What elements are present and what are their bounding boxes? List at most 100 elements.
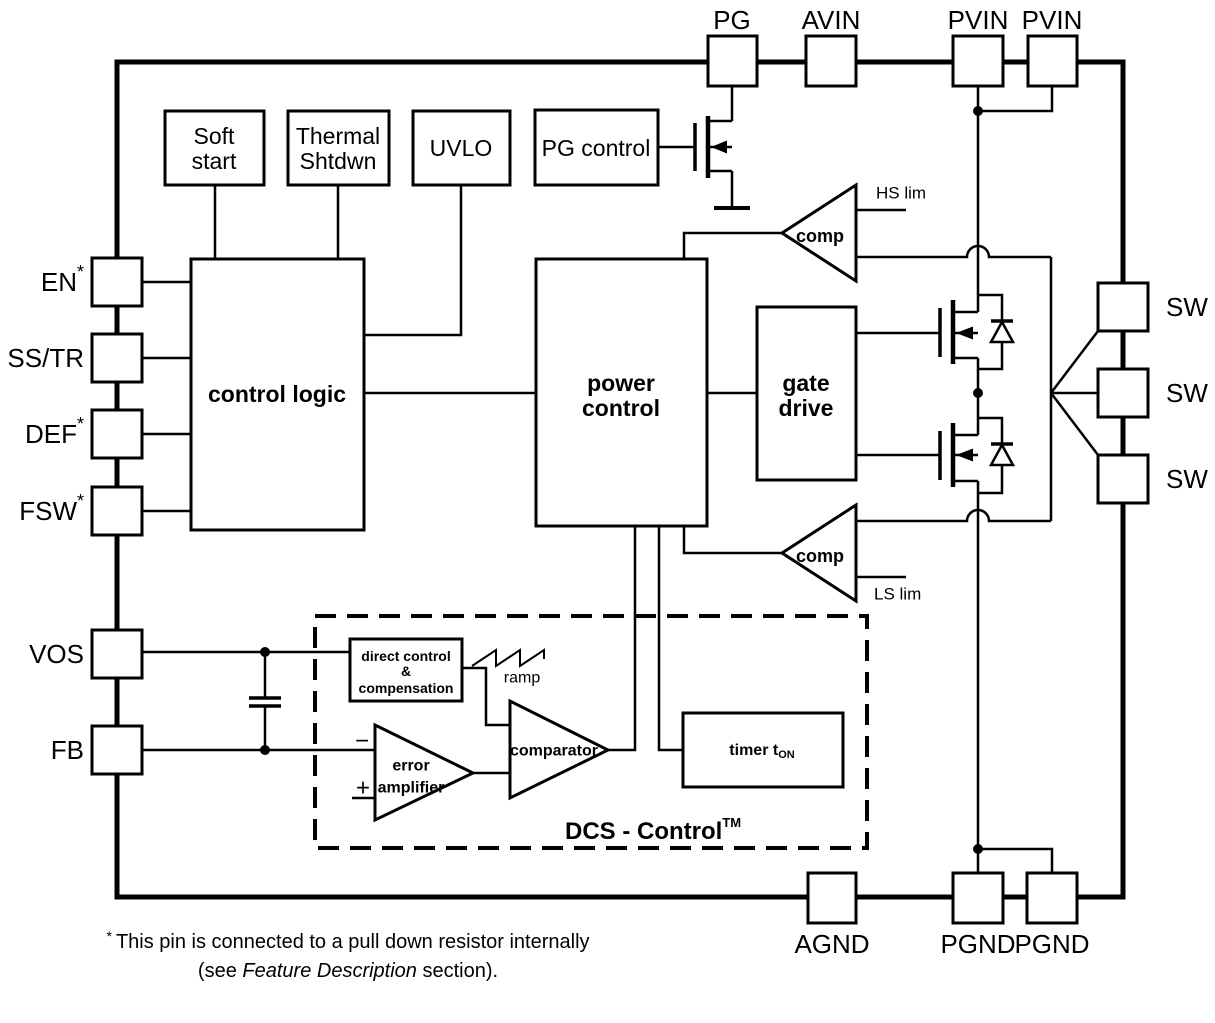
high-side-mosfet: [938, 300, 978, 364]
hs-comp-label: comp: [796, 226, 844, 246]
pin-label-sstr: SS/TR: [7, 343, 84, 373]
ls-lim-label: LS lim: [874, 585, 921, 604]
wire: [856, 244, 1051, 259]
mosfet-arrow-icon: [956, 326, 973, 340]
thermal-label-2: Shtdwn: [300, 148, 377, 174]
block-control-logic: [189, 257, 366, 532]
ls-comp-triangle: [779, 502, 858, 604]
block-pg-control: [533, 108, 660, 187]
low-side-mosfet: [938, 423, 978, 487]
pin-label-pg: PG: [713, 5, 751, 35]
pin-label-agnd: AGND: [794, 929, 869, 959]
pin-label-sw2: SW: [1166, 378, 1208, 408]
wires: [142, 86, 1099, 873]
uvlo-label: UVLO: [430, 135, 493, 161]
pin-box-pgnd1: [951, 871, 1005, 925]
wire: [608, 526, 637, 752]
soft-start-label-1: Soft: [194, 123, 236, 149]
wire: [657, 526, 683, 752]
pin-box-vos: [90, 628, 144, 680]
diode-icon: [988, 442, 1016, 467]
ls-body-diode: [978, 416, 1016, 495]
footnote-line-2: (see Feature Description section).: [198, 960, 498, 982]
function-blocks: [163, 108, 858, 789]
ramp-label: ramp: [504, 670, 541, 687]
gate-drive-label-1: gate: [782, 370, 829, 396]
capacitor: [249, 652, 281, 750]
pin-box-avin: [804, 34, 858, 88]
power-control-label-1: power: [587, 370, 655, 396]
block-uvlo: [411, 109, 512, 187]
footnote-line-1: *This pin is connected to a pull down re…: [106, 928, 589, 953]
pin-box-def: [90, 408, 144, 460]
pin-label-avin: AVIN: [802, 5, 861, 35]
wire: [978, 847, 1054, 873]
pin-box-sw3: [1096, 453, 1150, 505]
error-amp-triangle: [373, 722, 477, 823]
mosfet-arrow-icon: [956, 448, 973, 462]
comparator-label: comparator: [510, 743, 598, 760]
pin-box-sstr: [90, 332, 144, 384]
labels: PG AVIN PVIN PVIN EN* SS/TR DEF* FSW* VO…: [7, 5, 1208, 959]
wire: [856, 508, 1051, 523]
pin-label-fb: FB: [51, 735, 84, 765]
dcs-control-box: [313, 614, 869, 850]
pin-label-fsw: FSW*: [19, 491, 84, 526]
comparator-triangle: [508, 698, 612, 801]
mosfet-arrow-icon: [711, 140, 727, 154]
error-amp-label-1: error: [392, 758, 429, 775]
pg-control-label: PG control: [542, 135, 651, 161]
block-power-control: [534, 257, 709, 528]
diode-icon: [988, 319, 1016, 344]
power-control-label-2: control: [582, 395, 660, 421]
pin-label-pvin2: PVIN: [1022, 5, 1083, 35]
wire: [978, 86, 1054, 113]
control-logic-label: control logic: [208, 381, 346, 407]
hs-comp-triangle: [779, 182, 858, 284]
pin-box-fsw: [90, 485, 144, 537]
gate-drive-label-2: drive: [779, 395, 834, 421]
pin-label-sw1: SW: [1166, 292, 1208, 322]
block-direct-control: [348, 637, 464, 703]
hs-lim-label: HS lim: [876, 184, 926, 203]
soft-start-label-2: start: [192, 148, 237, 174]
ramp-waveform-icon: [471, 648, 545, 668]
amplifier-triangles: [373, 182, 858, 823]
pin-box-sw1: [1096, 281, 1150, 333]
pin-label-sw3: SW: [1166, 464, 1208, 494]
junction-dots: [260, 106, 983, 854]
error-amp-plus: +: [356, 775, 370, 802]
pin-box-fb: [90, 724, 144, 776]
wire: [682, 526, 782, 555]
wire: [1050, 330, 1099, 394]
hs-body-diode: [978, 293, 1016, 371]
pin-label-pgnd1: PGND: [940, 929, 1015, 959]
block-soft-start: [163, 109, 266, 187]
direct-control-label-2: &: [401, 663, 411, 679]
wire: [462, 666, 510, 727]
block-thermal-shutdown: [286, 109, 391, 187]
pin-label-en: EN*: [41, 262, 84, 297]
error-amp-label-2: amplifier: [378, 780, 445, 797]
pin-box-pvin2: [1026, 34, 1079, 88]
pin-label-pvin1: PVIN: [948, 5, 1009, 35]
timer-ton-label: timer tON: [729, 742, 794, 762]
pin-label-pgnd2: PGND: [1014, 929, 1089, 959]
pin-box-en: [90, 256, 144, 308]
dcs-control-label: DCS - ControlTM: [565, 815, 741, 845]
wire: [682, 231, 782, 259]
direct-control-label-3: compensation: [359, 680, 454, 696]
pin-box-pg: [706, 34, 759, 88]
pin-box-sw2: [1096, 367, 1150, 419]
direct-control-label-1: direct control: [361, 648, 450, 664]
pg-mosfet: [693, 116, 750, 210]
pin-boxes: [90, 34, 1150, 925]
wire: [1050, 392, 1099, 456]
block-timer-ton: [681, 711, 845, 789]
ls-comp-label: comp: [796, 546, 844, 566]
pin-box-pgnd2: [1025, 871, 1079, 925]
pin-label-vos: VOS: [29, 639, 84, 669]
footnote: *This pin is connected to a pull down re…: [106, 928, 589, 982]
wire: [364, 185, 463, 337]
